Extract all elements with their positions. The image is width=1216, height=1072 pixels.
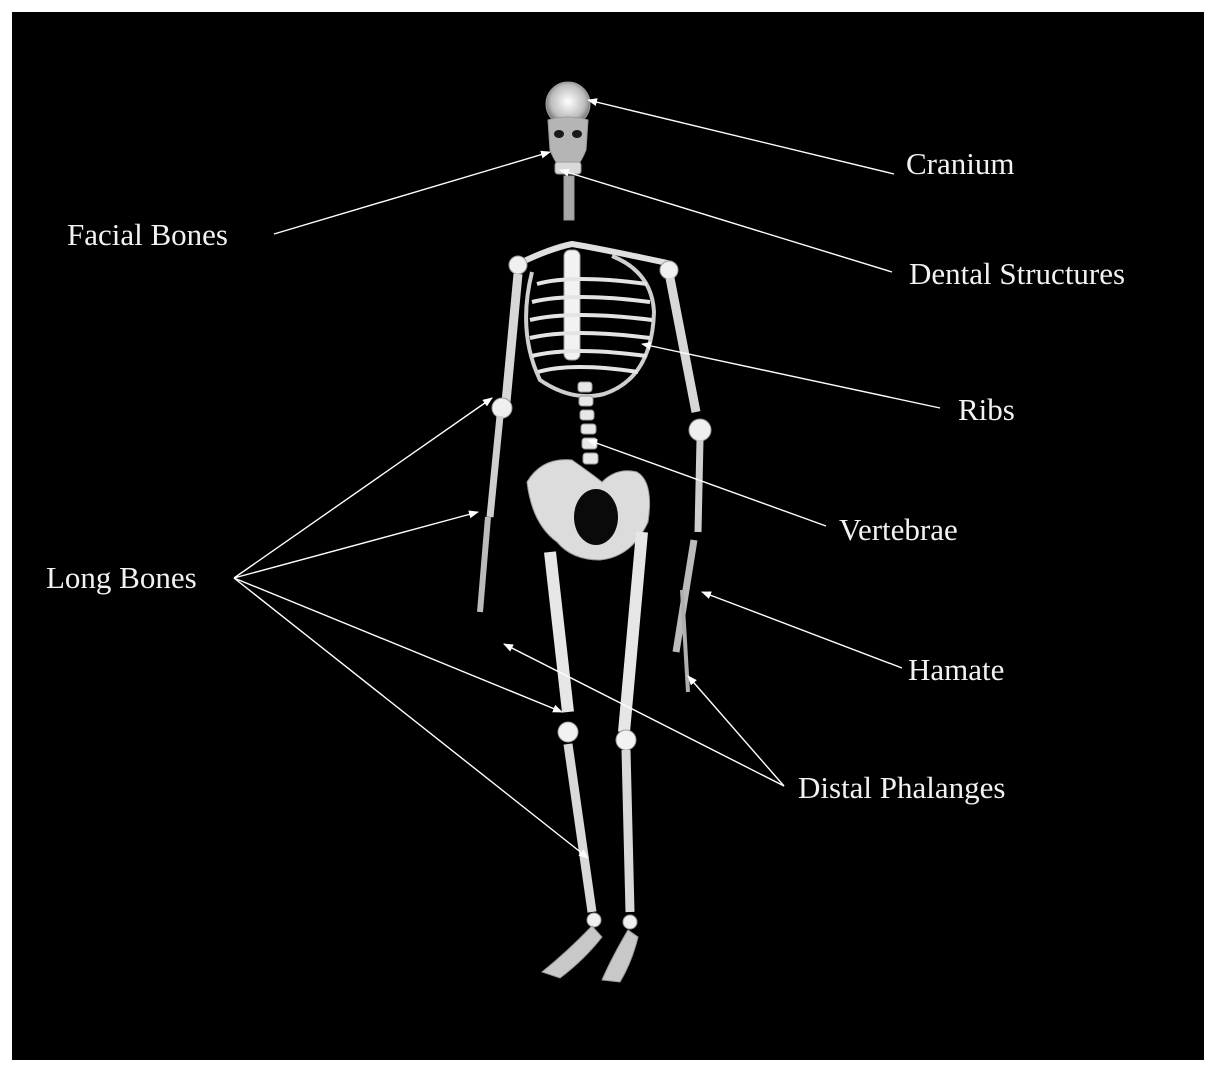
label-ribs: Ribs xyxy=(958,394,1015,425)
leader-line-long-bones-femur xyxy=(234,578,562,712)
leader-line-long-bones-forearm xyxy=(234,512,478,578)
skeleton-figure xyxy=(12,12,1204,1060)
leader-line-long-bones-tibia xyxy=(234,578,588,858)
label-vertebrae: Vertebrae xyxy=(839,514,958,545)
label-distal-phalanges: Distal Phalanges xyxy=(798,772,1006,803)
leader-line-hamate xyxy=(702,592,902,668)
leader-line-facial-bones xyxy=(274,152,550,234)
leader-line-distal-phalanges-left xyxy=(504,644,784,786)
leader-line-dental-structures xyxy=(560,170,892,272)
skeleton xyxy=(480,82,711,982)
label-hamate: Hamate xyxy=(908,654,1004,685)
label-long-bones: Long Bones xyxy=(46,562,197,593)
label-cranium: Cranium xyxy=(906,148,1015,179)
leader-line-cranium xyxy=(588,100,894,174)
leader-line-long-bones-humerus xyxy=(234,398,492,578)
leader-line-distal-phalanges-right xyxy=(688,676,784,786)
label-dental-structures: Dental Structures xyxy=(909,258,1125,289)
label-facial-bones: Facial Bones xyxy=(67,219,228,250)
figure-panel: Cranium Facial Bones Dental Structures R… xyxy=(12,12,1204,1060)
